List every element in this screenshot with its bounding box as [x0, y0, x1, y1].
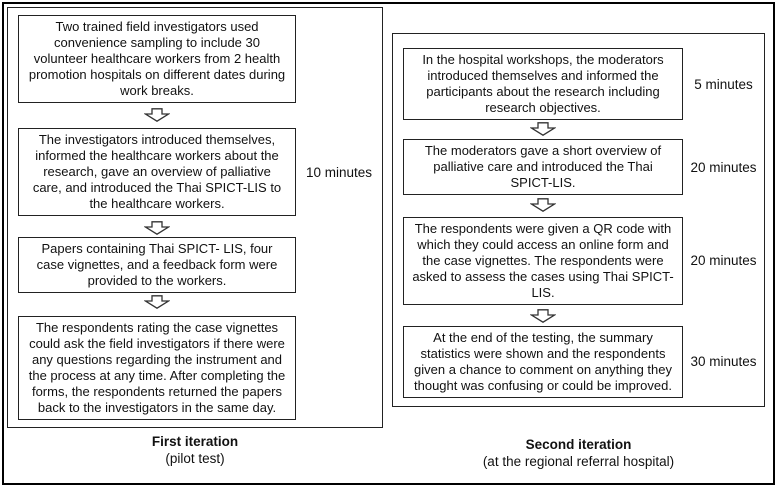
duration-label: 5 minutes — [694, 76, 753, 92]
flow-arrow-row — [393, 122, 683, 136]
flow-arrow-row — [393, 198, 683, 212]
second-iteration-panel: In the hospital workshops, the moderator… — [392, 33, 765, 407]
down-arrow-icon — [530, 309, 556, 323]
duration-label: 20 minutes — [690, 253, 757, 268]
step-box-introduction: The investigators introduced themselves,… — [18, 128, 296, 216]
down-arrow-icon — [530, 122, 556, 136]
step-row: At the end of the testing, the summary s… — [393, 325, 764, 398]
first-iteration-panel: Two trained field investigators used con… — [7, 7, 383, 428]
caption-title: First iteration — [151, 434, 239, 449]
step-row: The investigators introduced themselves,… — [8, 125, 382, 219]
step-row: The moderators gave a short overview of … — [393, 138, 764, 196]
flow-arrow-row — [393, 309, 683, 323]
duration-label: 20 minutes — [690, 159, 757, 175]
down-arrow-icon — [144, 295, 170, 309]
caption-title: Second iteration — [525, 437, 632, 452]
duration-label: 10 minutes — [305, 164, 373, 180]
caption-subtitle: (at the regional referral hospital) — [482, 454, 675, 469]
down-arrow-icon — [144, 221, 170, 235]
caption-subtitle: (pilot test) — [165, 451, 225, 466]
step-row: Two trained field investigators used con… — [8, 14, 382, 104]
first-iteration-caption: First iteration (pilot test) — [7, 433, 383, 467]
step-box-qr-code: The respondents were given a QR code wit… — [403, 216, 683, 305]
step-row: In the hospital workshops, the moderator… — [393, 48, 764, 120]
flow-arrow-row — [8, 221, 296, 235]
step-box-summary: At the end of the testing, the summary s… — [403, 325, 683, 398]
step-box-papers: Papers containing Thai SPICT- LIS, four … — [18, 237, 296, 293]
step-row: The respondents were given a QR code wit… — [393, 214, 764, 307]
step-box-recruitment: Two trained field investigators used con… — [18, 15, 296, 103]
step-box-overview: The moderators gave a short overview of … — [403, 139, 683, 195]
flow-arrow-row — [8, 107, 296, 122]
down-arrow-icon — [530, 198, 556, 212]
step-row: The respondents rating the case vignette… — [8, 311, 382, 424]
step-box-workshop-intro: In the hospital workshops, the moderator… — [403, 48, 683, 120]
step-box-rating: The respondents rating the case vignette… — [18, 315, 296, 420]
flow-arrow-row — [8, 295, 296, 309]
duration-label: 30 minutes — [690, 354, 757, 369]
down-arrow-icon — [144, 107, 170, 122]
step-row: Papers containing Thai SPICT- LIS, four … — [8, 237, 382, 293]
second-iteration-caption: Second iteration (at the regional referr… — [392, 436, 765, 470]
